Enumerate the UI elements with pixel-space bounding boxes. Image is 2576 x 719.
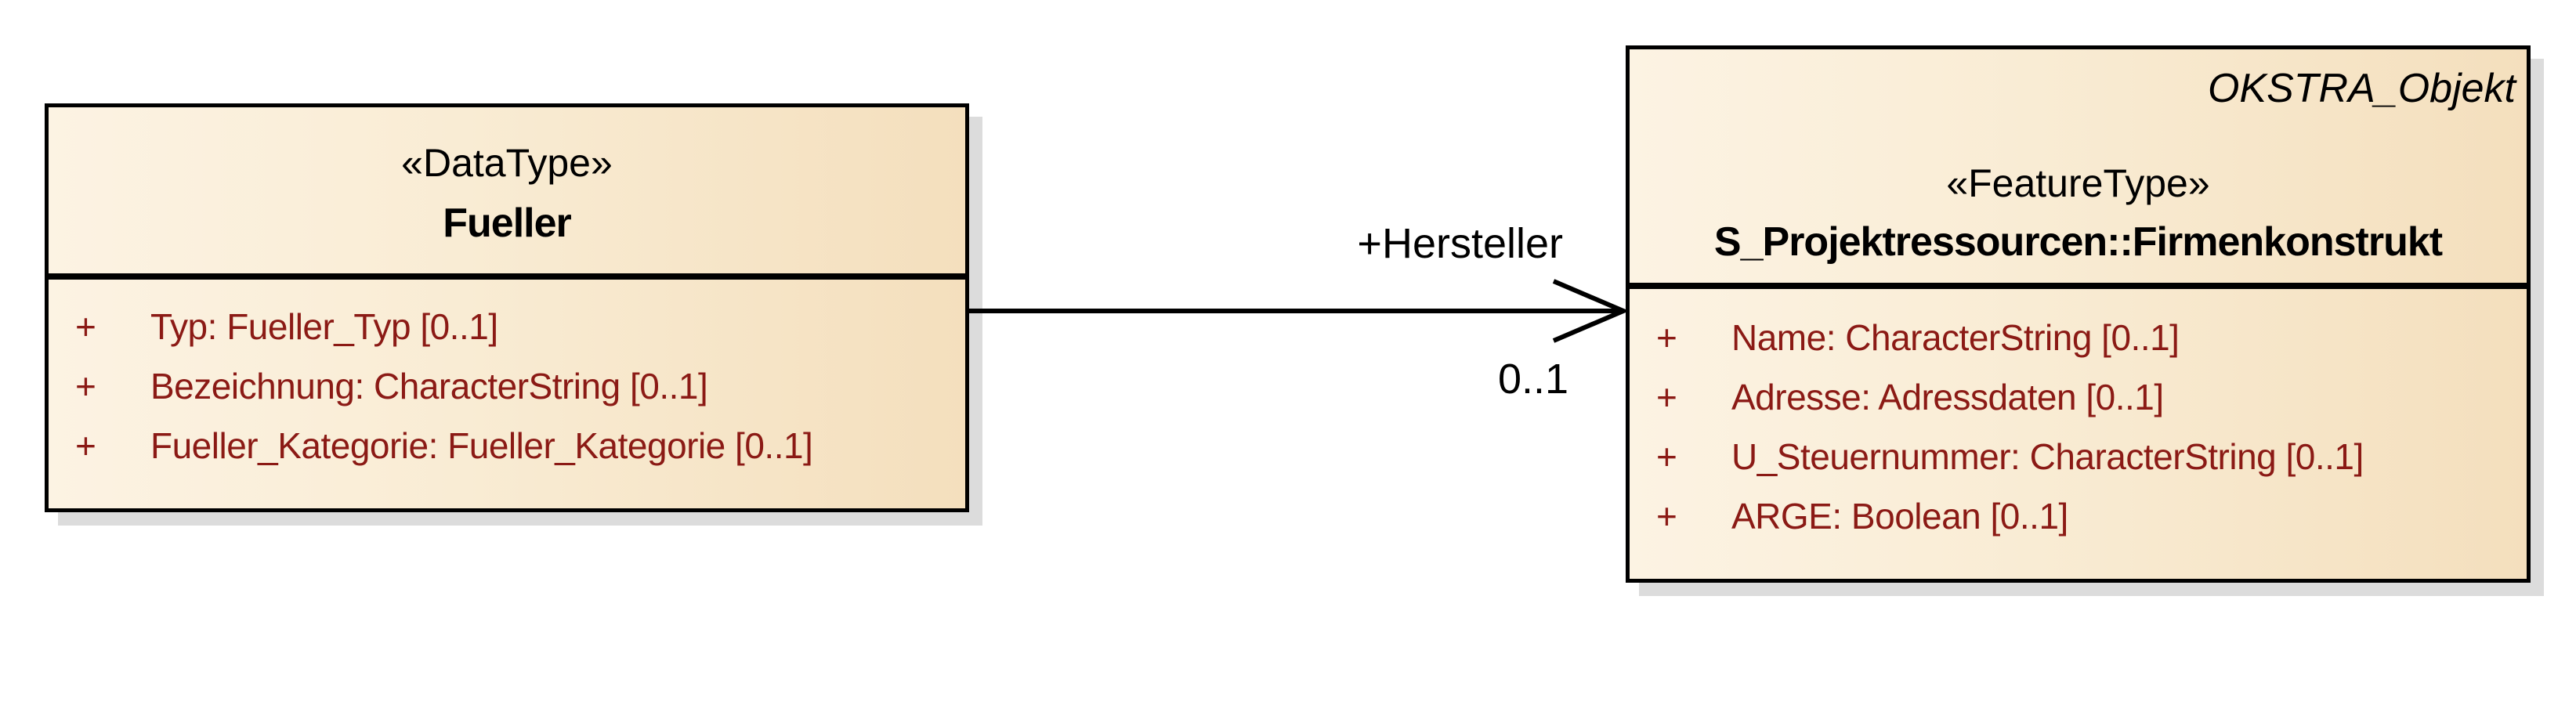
attribute-text: Bezeichnung: CharacterString [0..1] [150, 366, 708, 406]
attribute-text: Typ: Fueller_Typ [0..1] [150, 306, 498, 347]
attribute-row: + Name: CharacterString [0..1] [1630, 308, 2527, 367]
stereotype-label: «DataType» [401, 141, 613, 185]
attribute-row: + Fueller_Kategorie: Fueller_Kategorie [… [49, 416, 965, 475]
association-role-label: +Hersteller [1357, 220, 1563, 267]
object-type-label: OKSTRA_Objekt [2207, 66, 2516, 111]
class-name: S_Projektressourcen::Firmenkonstrukt [1713, 219, 2443, 265]
visibility-symbol: + [1656, 317, 1677, 358]
association-multiplicity-label: 0..1 [1498, 356, 1569, 403]
visibility-symbol: + [75, 366, 96, 406]
visibility-symbol: + [1656, 436, 1677, 477]
class-box-fueller[interactable]: «DataType» Fueller + Typ: Fueller_Typ [0… [45, 103, 969, 512]
attribute-compartment-fueller: + Typ: Fueller_Typ [0..1] + Bezeichnung:… [49, 280, 965, 475]
attribute-row: + Bezeichnung: CharacterString [0..1] [49, 356, 965, 416]
attribute-text: Name: CharacterString [0..1] [1731, 317, 2180, 358]
stereotype-label: «FeatureType» [1946, 161, 2210, 205]
attribute-text: Adresse: Adressdaten [0..1] [1731, 377, 2164, 417]
visibility-symbol: + [75, 425, 96, 466]
attribute-text: ARGE: Boolean [0..1] [1731, 496, 2068, 537]
attribute-text: U_Steuernummer: CharacterString [0..1] [1731, 436, 2364, 477]
attribute-compartment-firmenkonstrukt: + Name: CharacterString [0..1] + Adresse… [1630, 289, 2527, 546]
attribute-row: + U_Steuernummer: CharacterString [0..1] [1630, 427, 2527, 486]
title-compartment-fueller: «DataType» Fueller [49, 107, 965, 280]
open-arrowhead-icon [1552, 279, 1630, 343]
attribute-row: + ARGE: Boolean [0..1] [1630, 486, 2527, 546]
attribute-text: Fueller_Kategorie: Fueller_Kategorie [0.… [150, 425, 813, 466]
class-name: Fueller [443, 201, 572, 246]
visibility-symbol: + [1656, 496, 1677, 537]
visibility-symbol: + [75, 306, 96, 347]
attribute-row: + Typ: Fueller_Typ [0..1] [49, 297, 965, 356]
title-compartment-firmenkonstrukt: OKSTRA_Objekt «FeatureType» S_Projektres… [1630, 49, 2527, 289]
class-box-firmenkonstrukt[interactable]: OKSTRA_Objekt «FeatureType» S_Projektres… [1626, 45, 2531, 583]
attribute-row: + Adresse: Adressdaten [0..1] [1630, 367, 2527, 427]
visibility-symbol: + [1656, 377, 1677, 417]
